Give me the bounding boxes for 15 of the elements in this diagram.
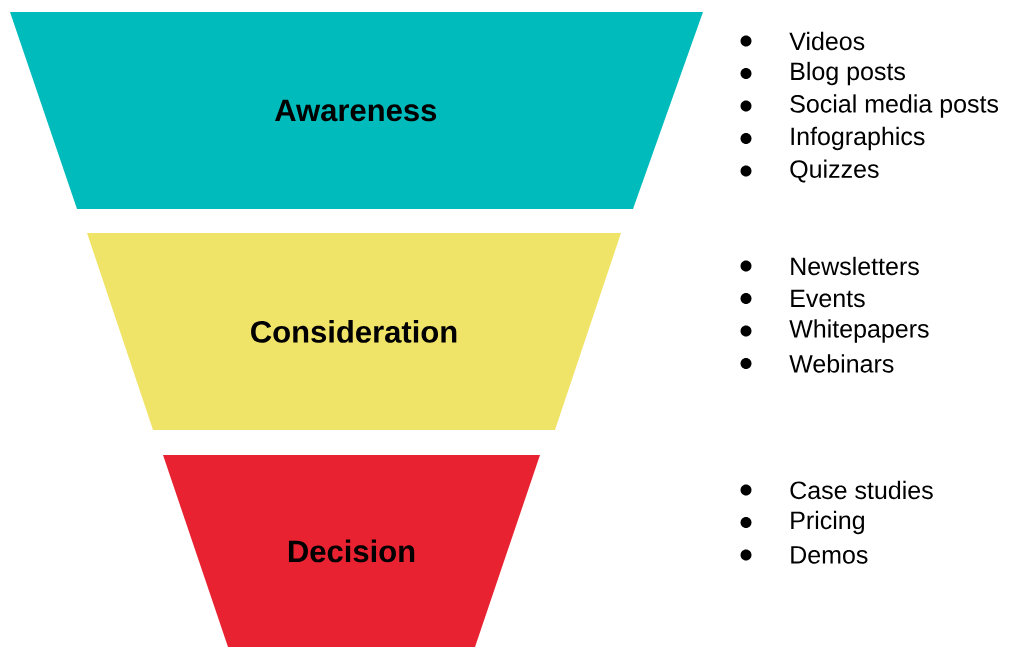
list-item: Quizzes: [740, 159, 879, 183]
list-item: Demos: [740, 546, 868, 564]
list-item: Case studies: [740, 480, 933, 500]
list-item: Infographics: [740, 126, 925, 151]
list-item: Social media posts: [740, 94, 999, 118]
funnel-stage: Awareness: [10, 12, 703, 209]
list-item: Blog posts: [740, 61, 905, 86]
list-item: Webinars: [740, 354, 894, 373]
list-item: Pricing: [740, 510, 864, 535]
list-item: Whitepapers: [740, 319, 929, 343]
funnel-stage: Consideration: [87, 233, 621, 430]
list-item: Newsletters: [740, 256, 919, 276]
list-item: Events: [740, 289, 865, 308]
funnel-stage: Decision: [163, 455, 540, 647]
list-item: Videos: [740, 31, 865, 51]
